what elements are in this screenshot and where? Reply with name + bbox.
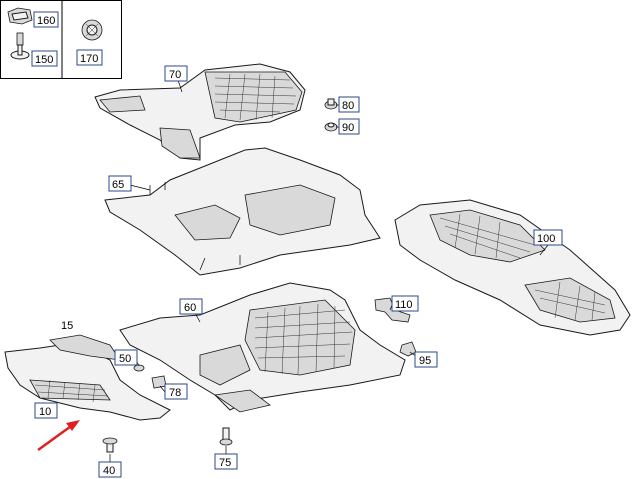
underbody-panel-100-drawing bbox=[394, 199, 631, 336]
underbody-panel-65-drawing bbox=[104, 147, 381, 276]
callout-50[interactable]: 50 bbox=[114, 349, 138, 366]
callout-15-text: 15 bbox=[61, 320, 73, 332]
callout-95[interactable]: 95 bbox=[414, 351, 438, 368]
washer-90-drawing bbox=[324, 122, 338, 132]
callout-95-text: 95 bbox=[419, 355, 431, 367]
underbody-panel-70-drawing bbox=[94, 63, 306, 161]
callout-65-text: 65 bbox=[112, 179, 124, 191]
callout-40[interactable]: 40 bbox=[98, 461, 122, 478]
clip-160-drawing bbox=[7, 7, 33, 25]
callout-80[interactable]: 80 bbox=[338, 96, 360, 113]
callout-75-text: 75 bbox=[219, 457, 231, 469]
callout-90-text: 90 bbox=[342, 122, 354, 134]
callout-60-text: 60 bbox=[184, 302, 196, 314]
bolt-40-drawing bbox=[102, 437, 118, 453]
nut-80-drawing bbox=[324, 98, 338, 110]
callout-170-text: 170 bbox=[80, 53, 98, 65]
callout-78-text: 78 bbox=[169, 387, 181, 399]
callout-80-text: 80 bbox=[342, 100, 354, 112]
callout-110-text: 110 bbox=[395, 299, 413, 311]
bolt-150-drawing bbox=[10, 32, 30, 60]
clip-78-drawing bbox=[151, 375, 167, 389]
callout-70[interactable]: 70 bbox=[164, 65, 188, 82]
callout-70-text: 70 bbox=[169, 69, 181, 81]
callout-170[interactable]: 170 bbox=[76, 49, 103, 66]
underbody-panel-60-drawing bbox=[119, 282, 406, 413]
bolt-75-drawing bbox=[219, 427, 233, 446]
callout-40-text: 40 bbox=[103, 465, 115, 477]
callout-160-text: 160 bbox=[37, 15, 55, 27]
callout-50-text: 50 bbox=[119, 353, 131, 365]
underbody-panel-10-drawing bbox=[4, 334, 171, 421]
rivet-170-drawing bbox=[81, 19, 103, 41]
callout-65[interactable]: 65 bbox=[108, 175, 132, 192]
callout-60[interactable]: 60 bbox=[179, 298, 203, 315]
callout-150[interactable]: 150 bbox=[31, 50, 58, 67]
callout-10[interactable]: 10 bbox=[34, 402, 58, 419]
clip-50-drawing bbox=[133, 364, 145, 372]
callout-150-text: 150 bbox=[35, 54, 53, 66]
callout-100-text: 100 bbox=[537, 233, 555, 245]
callout-78[interactable]: 78 bbox=[164, 383, 188, 400]
callout-100[interactable]: 100 bbox=[533, 229, 563, 246]
callout-90[interactable]: 90 bbox=[338, 118, 360, 135]
callout-110[interactable]: 110 bbox=[391, 295, 419, 312]
callout-75[interactable]: 75 bbox=[214, 453, 238, 470]
clip-95-drawing bbox=[399, 341, 417, 357]
callout-160[interactable]: 160 bbox=[33, 11, 59, 28]
red-arrow-icon bbox=[37, 420, 80, 452]
small-parts-legend-box bbox=[0, 0, 122, 79]
callout-10-text: 10 bbox=[39, 406, 51, 418]
